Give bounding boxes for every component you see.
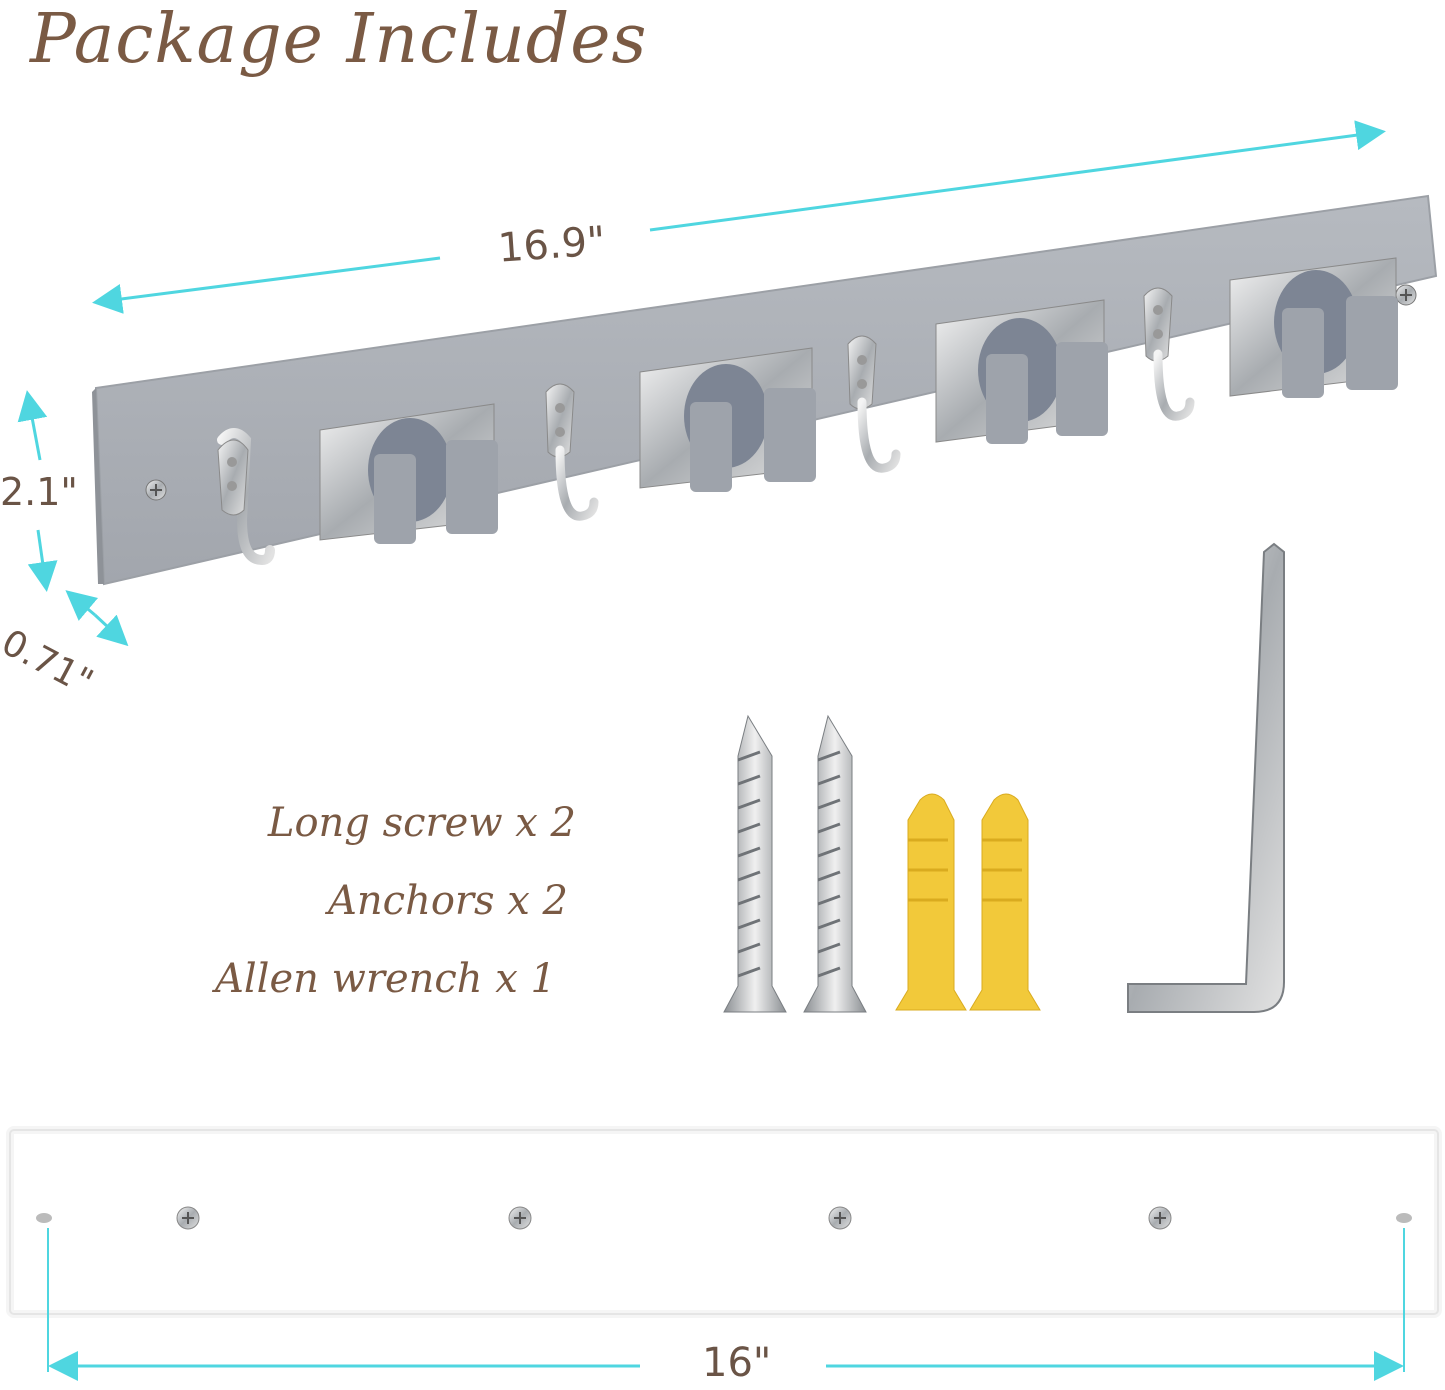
height-label: 2.1" bbox=[0, 470, 78, 514]
width-label: 16.9" bbox=[496, 218, 607, 272]
back-panel-icon bbox=[6, 1126, 1442, 1318]
depth-dimension-arrow bbox=[65, 590, 129, 647]
allen-wrench-icon bbox=[1127, 542, 1285, 1013]
mop-clamp-icon bbox=[319, 403, 498, 544]
hook-icon bbox=[847, 335, 901, 473]
anchor-icon bbox=[895, 793, 967, 1011]
mop-clamp-icon bbox=[1229, 257, 1398, 398]
page-title: Package Includes bbox=[30, 0, 648, 79]
mount-spacing-label: 16" bbox=[702, 1340, 772, 1386]
hook-icon bbox=[217, 428, 275, 566]
list-item-anchors: Anchors x 2 bbox=[328, 878, 568, 924]
list-item-long-screw: Long screw x 2 bbox=[267, 800, 576, 846]
anchor-icon bbox=[969, 793, 1041, 1011]
rack-screw-right-icon bbox=[1395, 284, 1417, 306]
height-dimension-arrow bbox=[17, 390, 58, 592]
screw-icon bbox=[803, 714, 867, 1013]
hook-icon bbox=[545, 383, 599, 521]
mop-clamp-icon bbox=[935, 299, 1108, 444]
list-item-allen-wrench: Allen wrench x 1 bbox=[214, 956, 556, 1002]
width-dimension-arrow bbox=[92, 120, 1386, 314]
mop-clamp-icon bbox=[639, 347, 816, 492]
rack-screw-left-icon bbox=[145, 479, 167, 501]
mount-spacing-arrow bbox=[47, 1228, 1405, 1381]
included-items-list: Long screw x 2 Anchors x 2 Allen wrench … bbox=[190, 800, 580, 1034]
screw-icon bbox=[723, 714, 787, 1013]
hook-icon bbox=[1143, 287, 1195, 421]
